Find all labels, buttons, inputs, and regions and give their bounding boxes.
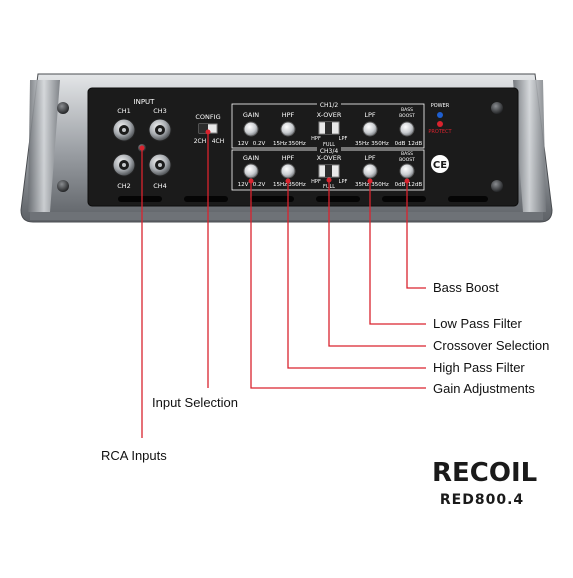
xover-lpf-ch12: LPF [339, 136, 348, 142]
callout-low-pass-filter: Low Pass Filter [433, 316, 522, 331]
rca-ch4-label: CH4 [153, 182, 167, 190]
config-switch-slider [199, 124, 208, 133]
config-option-2ch: 2CH [194, 138, 207, 145]
gain-max-ch34: 0.2V [253, 182, 266, 188]
gain-min-ch34: 12V [238, 182, 249, 188]
config-title: CONFIG [195, 113, 220, 121]
callout-gain-adjustments: Gain Adjustments [433, 381, 535, 396]
leader-gain [250, 181, 426, 389]
gain-knob-ch12[interactable] [243, 121, 259, 137]
gain-min-ch12: 12V [238, 141, 249, 147]
callout-rca-inputs: RCA Inputs [101, 448, 167, 463]
xover-hpf-ch34: HPF [311, 179, 321, 185]
model-number: RED800.4 [439, 492, 525, 508]
vent-slots [118, 196, 488, 202]
callout-dots [139, 129, 410, 184]
lpf-min-ch12: 35Hz [355, 141, 369, 147]
lpf-max-ch12: 350Hz [371, 141, 389, 147]
lpf-min-ch34: 35Hz [355, 182, 369, 188]
lpf-label-ch34: LPF [364, 154, 376, 162]
rca-jack-ch3[interactable] [148, 118, 172, 142]
bass-boost-knob-ch34[interactable] [399, 163, 415, 179]
rca-jack-ch2[interactable] [112, 153, 136, 177]
callout-input-selection: Input Selection [152, 395, 239, 410]
callout-leaders [141, 132, 426, 438]
bass-max-ch12: 12dB [408, 141, 422, 147]
hpf-min-ch12: 15Hz [273, 141, 287, 147]
ch34-tag: CH3/4 [320, 148, 339, 155]
rca-ch1-label: CH1 [117, 107, 131, 115]
bass-boost-knob-ch12[interactable] [399, 121, 415, 137]
gain-max-ch12: 0.2V [253, 141, 266, 147]
xover-lpf-ch34: LPF [339, 179, 348, 185]
hpf-max-ch12: 350Hz [288, 141, 306, 147]
brand-logo: RECOIL [432, 458, 538, 488]
xover-switch-slider-ch34 [325, 165, 332, 177]
hpf-max-ch34: 350Hz [288, 182, 306, 188]
bass-label-a-ch34: BASS [401, 151, 413, 157]
hpf-label-ch12: HPF [282, 111, 295, 119]
leader-high-pass [287, 181, 426, 369]
row-ch12-controls: GAIN 12V 0.2V HPF 15Hz 350Hz X-OVER HPF … [238, 107, 423, 148]
lpf-max-ch34: 350Hz [371, 182, 389, 188]
callout-bass-boost: Bass Boost [433, 280, 499, 295]
status-section: POWER PROTECT CE [428, 103, 453, 173]
power-led [437, 112, 443, 118]
lpf-knob-ch12[interactable] [362, 121, 378, 137]
chassis-screws [57, 102, 503, 192]
input-title: INPUT [134, 98, 156, 106]
lpf-knob-ch34[interactable] [362, 163, 378, 179]
rca-jack-ch4[interactable] [148, 153, 172, 177]
bass-min-ch34: 0dB [395, 182, 406, 188]
ce-mark [431, 155, 449, 173]
input-section: INPUT CH1 CH3 CH2 CH4 [112, 98, 172, 190]
rca-ch3-label: CH3 [153, 107, 167, 115]
callout-crossover-selection: Crossover Selection [433, 338, 550, 353]
power-label: POWER [431, 103, 450, 109]
rca-jack-ch1[interactable] [112, 118, 136, 142]
brand-block: RECOIL RED800.4 [432, 458, 538, 508]
hpf-knob-ch12[interactable] [280, 121, 296, 137]
xover-hpf-ch12: HPF [311, 136, 321, 142]
lpf-label-ch12: LPF [364, 111, 376, 119]
callout-high-pass-filter: High Pass Filter [433, 360, 525, 375]
gain-knob-ch34[interactable] [243, 163, 259, 179]
xover-switch-slider-ch12 [325, 122, 332, 134]
gain-label-ch12: GAIN [243, 111, 259, 119]
config-option-4ch: 4CH [212, 138, 225, 145]
xover-label-ch34: X-OVER [317, 154, 342, 162]
bass-min-ch12: 0dB [395, 141, 406, 147]
bass-label-a-ch12: BASS [401, 107, 413, 113]
gain-label-ch34: GAIN [243, 154, 259, 162]
bass-label-b-ch12: BOOST [399, 113, 415, 119]
control-group-ch34: CH3/4 [231, 146, 425, 191]
protect-led [437, 121, 443, 127]
hpf-label-ch34: HPF [282, 154, 295, 162]
bass-label-b-ch34: BOOST [399, 157, 415, 163]
protect-label: PROTECT [428, 129, 452, 135]
leader-bass-boost [406, 181, 426, 289]
leader-crossover [328, 180, 426, 347]
rca-ch2-label: CH2 [117, 182, 131, 190]
hpf-knob-ch34[interactable] [280, 163, 296, 179]
xover-label-ch12: X-OVER [317, 111, 342, 119]
hpf-min-ch34: 15Hz [273, 182, 287, 188]
leader-low-pass [369, 181, 426, 325]
xover-full-ch12: FULL [323, 142, 335, 148]
ch12-tag: CH1/2 [320, 102, 339, 109]
ce-mark-text: CE [433, 160, 447, 171]
bass-max-ch34: 12dB [408, 182, 422, 188]
